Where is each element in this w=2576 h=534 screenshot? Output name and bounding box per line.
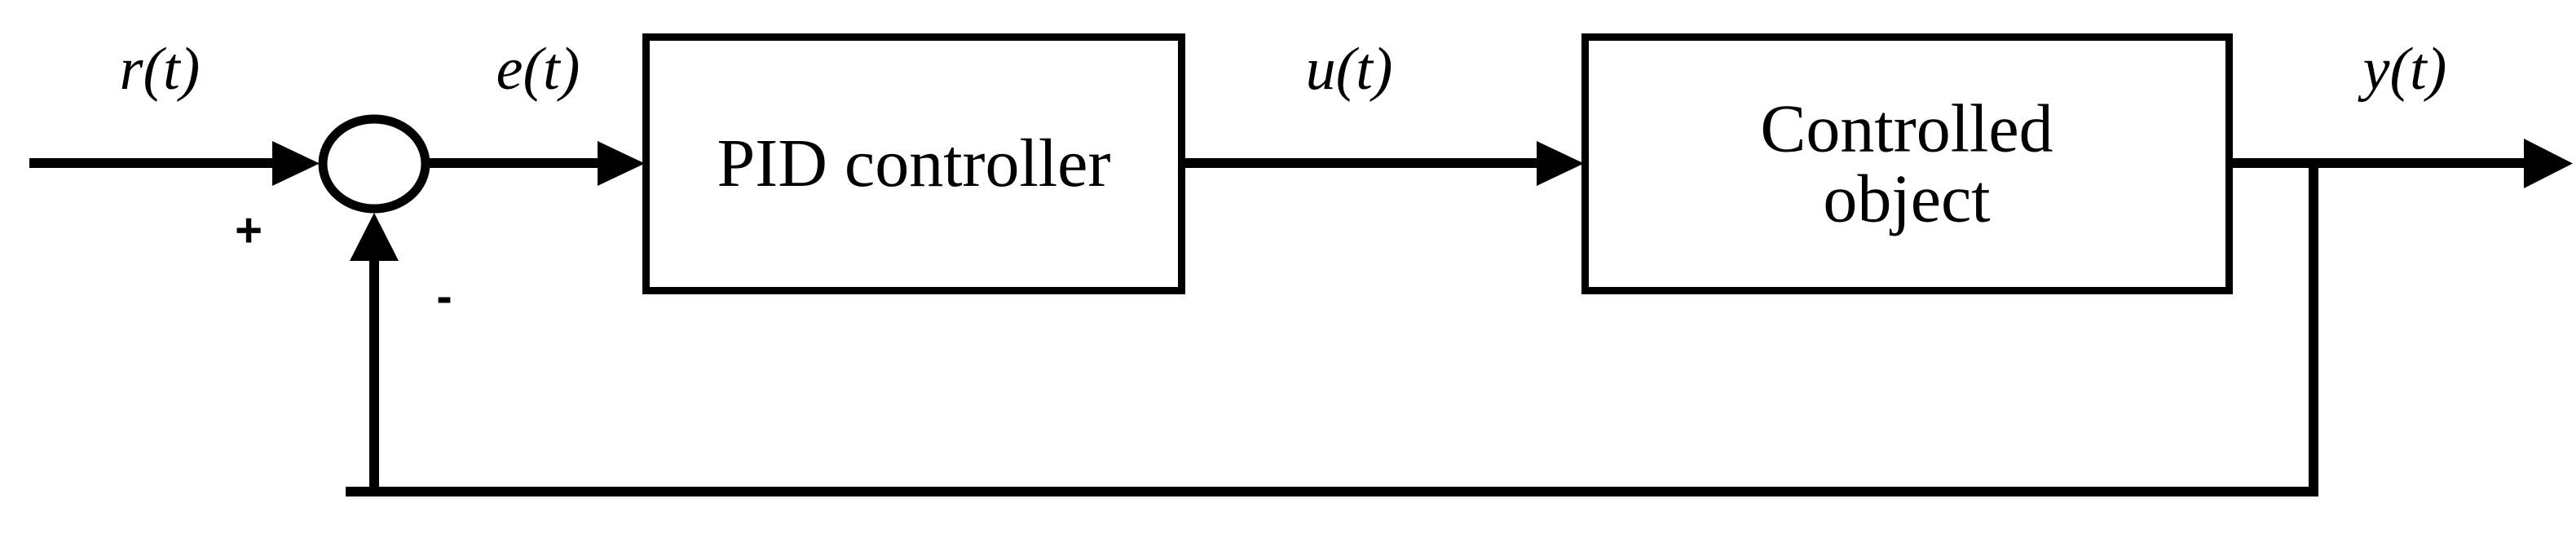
feedback-arrowhead [350, 213, 399, 261]
reference-signal-label: r(t) [119, 36, 201, 103]
pid-controller-box [642, 33, 1185, 294]
output-signal-label: y(t) [2362, 36, 2447, 103]
output-signal-arrowhead [2524, 139, 2573, 188]
summing-junction-minus-sign: - [436, 270, 452, 323]
summing-junction-circle [318, 114, 430, 214]
error-signal-label: e(t) [496, 36, 580, 103]
feedback-corner-right [2309, 487, 2318, 496]
controlled-object-label: Controlled object [1760, 90, 2053, 236]
controlled-object-box [1581, 33, 2233, 294]
summing-junction-plus-sign: + [235, 204, 262, 257]
reference-input-arrowhead [272, 141, 320, 186]
feedback-corner-left [346, 487, 355, 496]
control-signal-arrowhead [1537, 141, 1584, 186]
control-signal-label: u(t) [1305, 36, 1393, 103]
pid-controller-label: PID controller [717, 126, 1111, 202]
error-signal-arrowhead [598, 141, 645, 186]
